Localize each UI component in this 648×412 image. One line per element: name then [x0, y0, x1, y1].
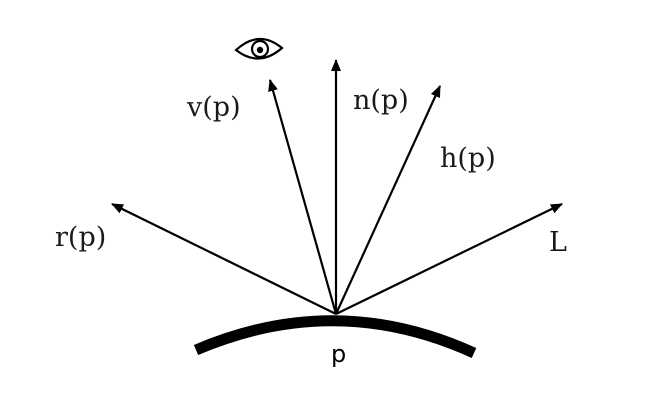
vector-v-label: v(p): [186, 92, 241, 123]
vector-l-arrow: [335, 203, 563, 315]
vector-h-arrow: [334, 85, 442, 315]
vector-r-label: r(p): [55, 222, 106, 253]
point-label: p: [331, 340, 346, 368]
vector-h-label: h(p): [440, 143, 496, 174]
vector-l-label: L: [549, 227, 567, 258]
surface-curve: [193, 315, 477, 359]
vector-r-arrow: [111, 203, 337, 315]
eye-icon: [234, 37, 284, 60]
vector-n-label: n(p): [353, 85, 409, 116]
vector-v-arrow: [268, 79, 338, 315]
